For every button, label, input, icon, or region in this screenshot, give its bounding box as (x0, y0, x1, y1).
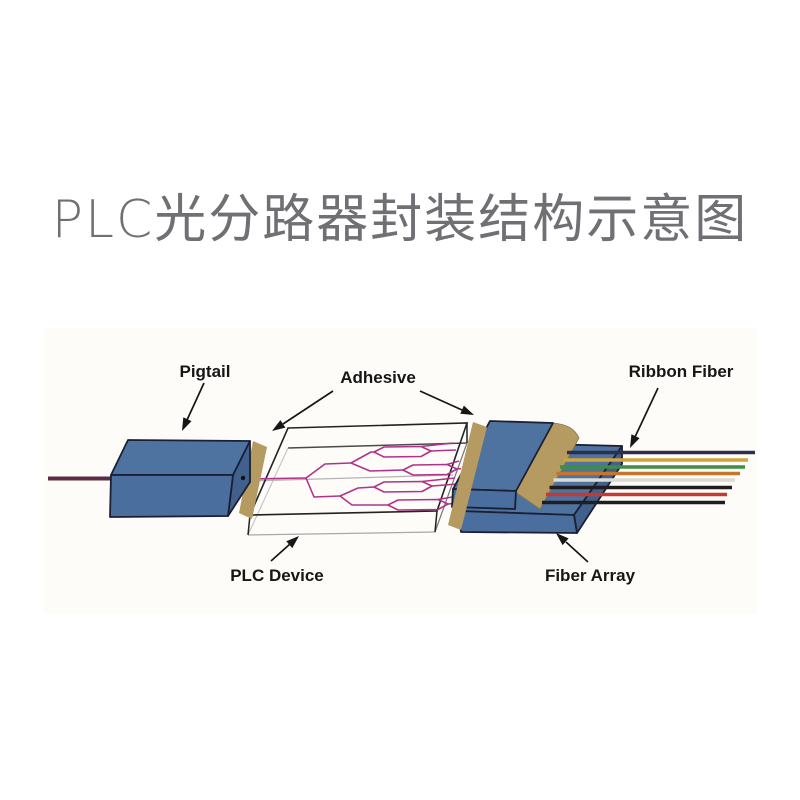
annotation-labels: Pigtail Adhesive Ribbon Fiber PLC Device… (179, 362, 733, 585)
plc-left-bottom-edge (247, 447, 289, 536)
plc-front-left-edge (247, 514, 251, 536)
pigtail-fiber-dot (240, 475, 246, 481)
fiber-array-base-front (457, 510, 578, 534)
pigtail-front-face (109, 474, 234, 518)
waveguide-branch-down (305, 477, 341, 498)
pigtail-label: Pigtail (179, 362, 230, 381)
plc-right-bottom-edge (434, 442, 468, 533)
page-title: PLC光分路器封装结构示意图 (51, 190, 749, 250)
adhesive-arrow-right (419, 390, 474, 415)
plc-back-bottom-edge (287, 442, 468, 449)
plc-device-wireframe (247, 422, 469, 536)
ribbon-fibers (542, 450, 755, 505)
waveguide-branch-down-1 (339, 486, 375, 497)
waveguide-out-6 (421, 477, 456, 483)
waveguide-branch-down-2 (339, 495, 388, 506)
waveguide-out-4 (446, 460, 460, 466)
waveguide-branch-up-1 (350, 451, 374, 464)
waveguide-out-2 (420, 442, 454, 448)
fiber-array-arrow (556, 533, 589, 563)
pigtail-arrow (182, 382, 205, 431)
ribbon-fiber-label: Ribbon Fiber (629, 362, 734, 381)
fiber-array-assembly (448, 420, 755, 534)
adhesive-strip-right (448, 422, 487, 530)
plc-device-label: PLC Device (230, 566, 324, 585)
plc-waveguide-plane-edge (250, 474, 454, 482)
ribbon-fiber-arrow (630, 387, 659, 448)
waveguide-branch-up-2 (350, 462, 404, 472)
waveguide-splitter (251, 442, 462, 511)
waveguide-out-5 (431, 483, 458, 487)
annotation-arrows (182, 382, 659, 563)
plc-front-right-edge (434, 510, 438, 533)
waveguide-branch-up (305, 462, 352, 479)
pigtail-top-face (110, 439, 251, 476)
pigtail-block (109, 439, 251, 518)
adhesive-arrow-left (272, 390, 334, 431)
waveguide-input (251, 477, 307, 480)
plc-device-arrow (270, 536, 299, 562)
adhesive-strip-left (239, 441, 267, 519)
fiber-boot-tan (513, 422, 580, 510)
plc-front-bottom-edge (247, 531, 436, 536)
adhesive-label: Adhesive (340, 368, 416, 387)
fiber-array-label: Fiber Array (545, 566, 636, 585)
waveguide-out-1 (430, 449, 457, 452)
